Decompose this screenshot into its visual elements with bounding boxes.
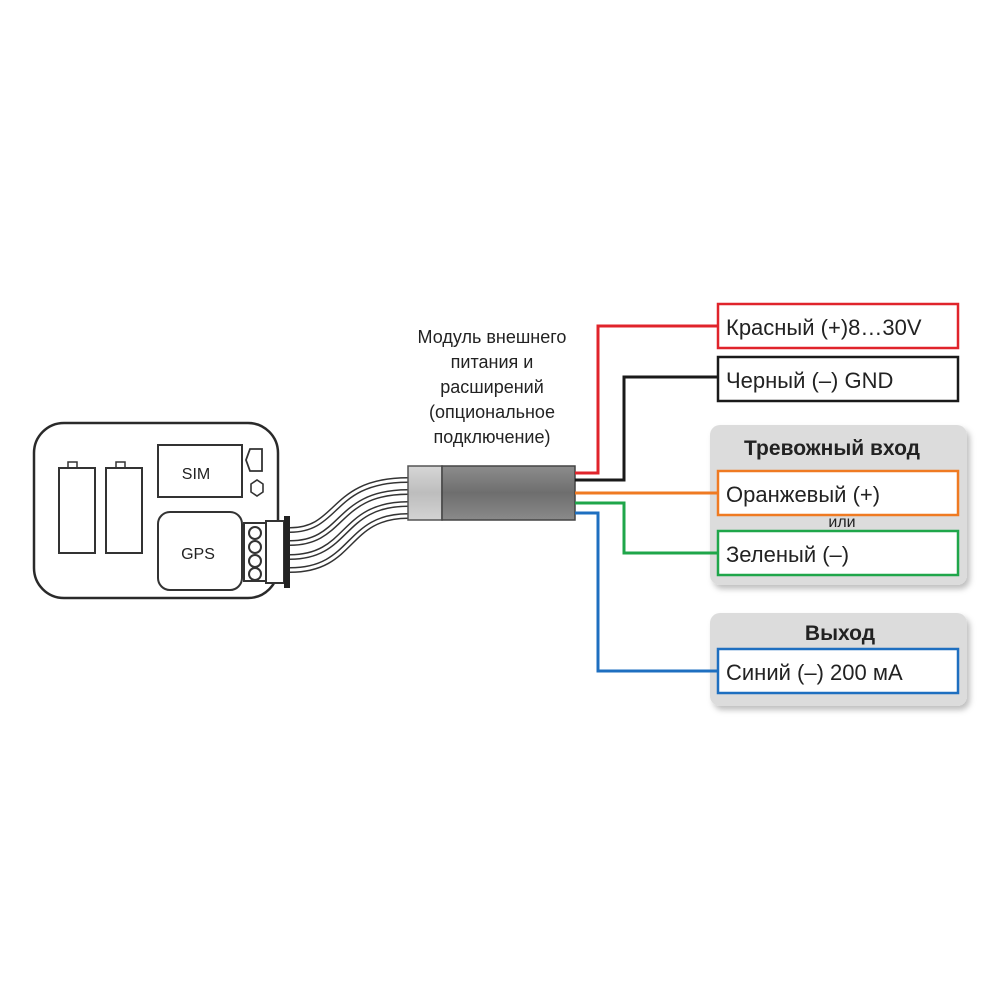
- red-wire-label: Красный (+)8…30V: [726, 315, 922, 340]
- orange-wire-label: Оранжевый (+): [726, 482, 880, 507]
- gps-label: GPS: [181, 546, 215, 563]
- module-caption-line: расширений: [440, 377, 544, 397]
- wires: [575, 324, 718, 673]
- label-green: Зеленый (–): [716, 529, 960, 577]
- label-orange: Оранжевый (+): [716, 469, 960, 517]
- output-title: Выход: [805, 622, 875, 645]
- led-icon: [245, 448, 263, 472]
- ribbon-cable: [289, 477, 409, 573]
- device-connector: [243, 516, 290, 588]
- sim-label: SIM: [182, 466, 210, 483]
- green-wire: [575, 501, 718, 555]
- tracker-device: SIM GPS: [32, 421, 290, 600]
- module-caption: Модуль внешнего питания и расширений (оп…: [418, 327, 567, 447]
- button-icon: [250, 479, 264, 497]
- or-text: или: [828, 514, 855, 531]
- alarm-input-title: Тревожный вход: [744, 437, 920, 460]
- module-caption-line: Модуль внешнего: [418, 327, 567, 347]
- expansion-module: [407, 465, 576, 521]
- sim-slot: SIM: [157, 444, 243, 498]
- black-wire-label: Черный (–) GND: [726, 368, 893, 393]
- label-red: Красный (+)8…30V: [716, 302, 960, 350]
- label-blue: Синий (–) 200 мА: [716, 647, 960, 695]
- blue-wire: [575, 511, 718, 673]
- gps-module: GPS: [157, 511, 243, 591]
- blue-wire-label: Синий (–) 200 мА: [726, 660, 903, 685]
- module-caption-line: питания и: [451, 352, 534, 372]
- label-black: Черный (–) GND: [716, 355, 960, 403]
- module-caption-line: подключение): [434, 427, 551, 447]
- green-wire-label: Зеленый (–): [726, 542, 849, 567]
- module-caption-line: (опциональное: [429, 402, 555, 422]
- red-wire: [575, 324, 718, 475]
- battery-icon: [58, 461, 96, 554]
- battery-icon: [105, 461, 143, 554]
- black-wire: [575, 375, 718, 482]
